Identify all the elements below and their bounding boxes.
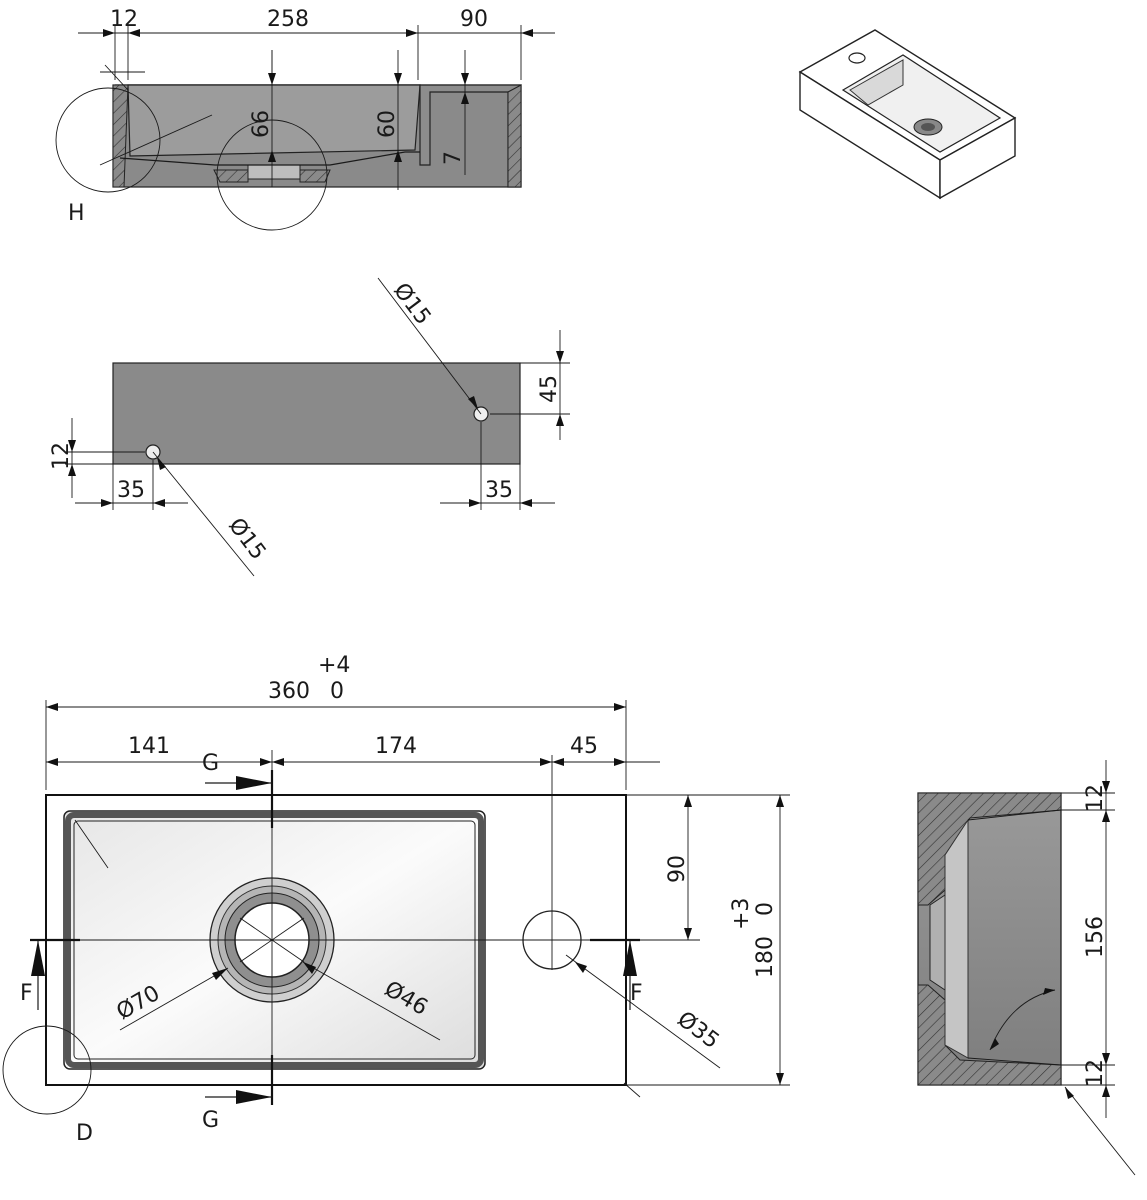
back-view-body xyxy=(112,362,521,465)
detail-circle-d xyxy=(2,1025,92,1115)
dim-180: 180 xyxy=(753,936,778,978)
isometric-preview xyxy=(798,29,1017,200)
dim-12-end-bottom: 12 xyxy=(1083,1059,1108,1087)
dim-12-end-top: 12 xyxy=(1083,784,1108,812)
dim-258: 258 xyxy=(267,7,309,32)
dim-tol-plus4: +4 xyxy=(318,653,350,678)
section-label-f-left: F xyxy=(20,981,33,1006)
side-section-view xyxy=(55,25,555,231)
dim-12-back: 12 xyxy=(49,442,74,470)
dim-90-side: 90 xyxy=(460,7,488,32)
dim-45-top: 45 xyxy=(570,734,598,759)
section-label-g-bottom: G xyxy=(202,1108,219,1133)
dim-60: 60 xyxy=(375,110,400,138)
dim-7: 7 xyxy=(441,151,466,165)
dim-66: 66 xyxy=(249,110,274,138)
dim-174: 174 xyxy=(375,734,417,759)
dim-156: 156 xyxy=(1083,916,1108,958)
dim-90-top: 90 xyxy=(665,855,690,883)
dim-141: 141 xyxy=(128,734,170,759)
dim-35-back-right: 35 xyxy=(485,478,513,503)
top-view xyxy=(2,700,790,1115)
end-section-view xyxy=(917,760,1136,1176)
dim-dia15-bottom: Ø15 xyxy=(223,514,270,565)
detail-label-h: H xyxy=(68,201,85,226)
dim-dia35: Ø35 xyxy=(672,1007,723,1054)
dim-dia15-top: Ø15 xyxy=(388,279,435,330)
section-label-g-top: G xyxy=(202,751,219,776)
detail-circle-h xyxy=(55,87,161,193)
dim-tol-0-depth: 0 xyxy=(753,902,778,916)
dim-35-back-left: 35 xyxy=(117,478,145,503)
section-label-f-right: F xyxy=(630,981,643,1006)
detail-label-d: D xyxy=(76,1121,93,1146)
dim-tol-0-width: 0 xyxy=(330,679,344,704)
dim-tol-plus3: +3 xyxy=(729,898,754,930)
dim-360: 360 xyxy=(268,679,310,704)
back-view xyxy=(65,277,570,577)
dim-12-side: 12 xyxy=(110,7,138,32)
dim-45-back: 45 xyxy=(537,375,562,403)
